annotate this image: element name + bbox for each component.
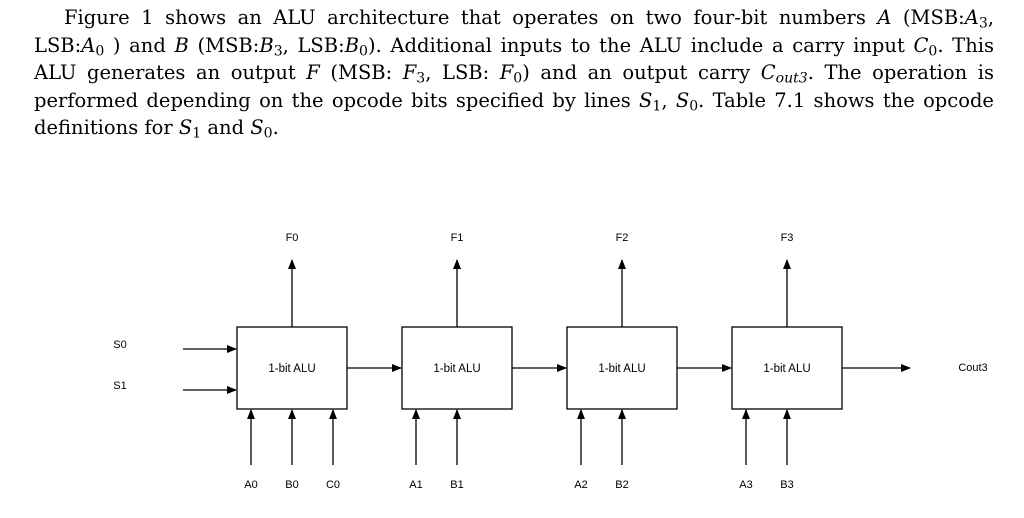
alu-block-2: [566, 326, 678, 410]
math-symbol: B0: [344, 33, 368, 59]
math-subscript: 3: [416, 70, 426, 87]
input-label-b3: B3: [780, 479, 793, 491]
math-symbol: B: [174, 33, 189, 57]
paragraph-text: , LSB:: [34, 6, 994, 57]
select-label-s0: S0: [113, 339, 126, 351]
math-symbol: S0: [250, 116, 273, 142]
output-label-f2: F2: [616, 232, 629, 244]
math-subscript: 0: [95, 43, 105, 59]
math-subscript: 1: [652, 98, 662, 114]
math-subscript: 0: [263, 125, 273, 142]
paragraph-text: . This ALU generates an output: [34, 33, 994, 85]
alu-block-3: [731, 326, 843, 410]
input-label-a3: A3: [739, 479, 752, 491]
paragraph-text: (MSB:: [891, 6, 965, 29]
math-symbol: F0: [499, 61, 523, 87]
math-symbol: F: [306, 61, 320, 84]
figure-description-paragraph: Figure 1 shows an ALU architecture that …: [34, 4, 994, 142]
input-label-a1: A1: [409, 479, 422, 491]
paragraph-text: Figure 1 shows an ALU architecture that …: [64, 6, 878, 29]
input-label-a2: A2: [574, 479, 587, 491]
math-symbol: S1: [639, 88, 662, 114]
paragraph-text: . The operation is performed depending o…: [34, 61, 994, 112]
paragraph-text: ). Additional inputs to the ALU include …: [367, 33, 914, 57]
select-label-s1: S1: [113, 380, 126, 392]
math-symbol: Cout3: [760, 61, 808, 87]
math-symbol: A: [877, 6, 892, 29]
math-symbol: A0: [81, 33, 105, 59]
output-label-f1: F1: [451, 232, 464, 244]
math-subscript: 1: [192, 125, 202, 142]
math-subscript: 0: [928, 43, 938, 59]
math-symbol: S0: [675, 88, 699, 114]
alu-block-0: [236, 326, 348, 410]
paragraph-text: ,: [661, 88, 676, 112]
input-label-b2: B2: [615, 479, 628, 491]
input-label-c0: C0: [326, 479, 340, 491]
input-label-a0: A0: [244, 479, 257, 491]
input-label-b1: B1: [450, 479, 463, 491]
math-subscript: out3: [775, 70, 808, 87]
math-symbol: C0: [913, 33, 938, 59]
paragraph-text: (MSB:: [188, 33, 260, 57]
paragraph-text: ) and an output carry: [522, 61, 761, 84]
paragraph-text: . Table 7.1 shows the opcode definitions…: [34, 88, 994, 140]
alu-block-label: 1-bit ALU: [598, 363, 645, 375]
paragraph-text: and: [201, 116, 251, 139]
output-label-f3: F3: [781, 232, 794, 244]
math-subscript: 0: [513, 70, 523, 87]
math-symbol: F3: [402, 61, 426, 87]
alu-block-label: 1-bit ALU: [268, 363, 315, 375]
paragraph-text: .: [272, 116, 279, 139]
math-subscript: 0: [689, 98, 699, 114]
alu-block-label: 1-bit ALU: [763, 363, 810, 375]
paragraph-text: , LSB:: [425, 61, 500, 84]
paragraph-text: (MSB:: [319, 61, 403, 84]
carry-out-label: Cout3: [958, 362, 987, 374]
input-label-b0: B0: [285, 479, 298, 491]
paragraph-text: , LSB:: [282, 33, 345, 57]
math-symbol: S1: [178, 116, 202, 142]
math-subscript: 3: [273, 43, 283, 59]
math-subscript: 3: [978, 15, 988, 32]
math-symbol: A3: [964, 6, 988, 32]
alu-block-label: 1-bit ALU: [433, 363, 480, 375]
paragraph-text: ) and: [104, 33, 175, 57]
output-label-f0: F0: [286, 232, 299, 244]
math-symbol: B3: [259, 33, 283, 59]
math-subscript: 0: [359, 43, 368, 59]
